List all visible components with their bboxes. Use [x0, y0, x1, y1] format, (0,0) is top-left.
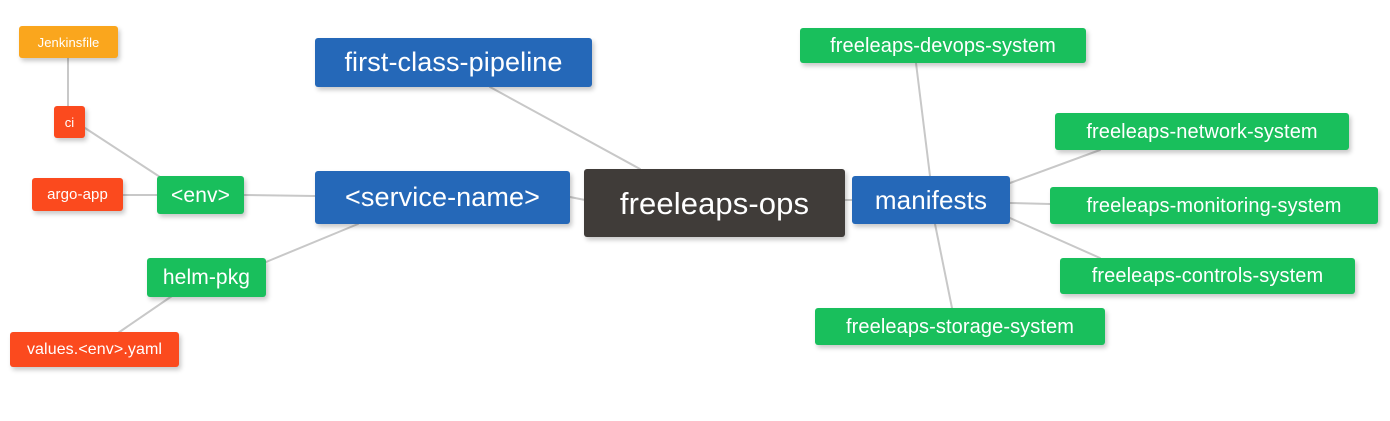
edge-manifests-to-freeleaps-storage-system — [934, 223, 953, 309]
node-freeleaps-monitoring-system[interactable]: freeleaps-monitoring-system — [1050, 187, 1378, 224]
node-freeleaps-network-system[interactable]: freeleaps-network-system — [1055, 113, 1349, 150]
edge-manifests-to-freeleaps-monitoring-system — [1009, 202, 1051, 205]
node-label-freeleaps-controls-system: freeleaps-controls-system — [1091, 265, 1324, 287]
node-label-manifests: manifests — [874, 185, 988, 215]
node-label-jenkinsfile: Jenkinsfile — [37, 34, 100, 50]
node-label-service-name: <service-name> — [345, 182, 540, 212]
edge-first-class-pipeline-to-freeleaps-ops — [489, 86, 641, 170]
node-ci[interactable]: ci — [54, 106, 85, 138]
node-service-name[interactable]: <service-name> — [315, 171, 570, 224]
edge-manifests-to-freeleaps-devops-system — [915, 62, 931, 177]
edge-manifests-to-freeleaps-network-system — [1009, 149, 1101, 184]
node-label-values-yaml: values.<env>.yaml — [26, 340, 163, 358]
node-manifests[interactable]: manifests — [852, 176, 1010, 224]
node-label-helm-pkg: helm-pkg — [162, 266, 251, 289]
node-helm-pkg[interactable]: helm-pkg — [147, 258, 266, 297]
node-argo-app[interactable]: argo-app — [32, 178, 123, 211]
node-label-freeleaps-ops: freeleaps-ops — [619, 185, 810, 221]
node-label-ci: ci — [64, 114, 75, 130]
edge-ci-to-env — [84, 127, 161, 178]
node-env[interactable]: <env> — [157, 176, 244, 214]
edge-service-name-to-freeleaps-ops — [569, 196, 586, 201]
node-freeleaps-storage-system[interactable]: freeleaps-storage-system — [815, 308, 1105, 345]
node-label-freeleaps-storage-system: freeleaps-storage-system — [845, 315, 1075, 338]
node-first-class-pipeline[interactable]: first-class-pipeline — [315, 38, 592, 87]
edge-manifests-to-freeleaps-controls-system — [1009, 217, 1101, 259]
node-label-argo-app: argo-app — [47, 186, 108, 203]
node-label-freeleaps-monitoring-system: freeleaps-monitoring-system — [1086, 194, 1342, 217]
node-freeleaps-devops-system[interactable]: freeleaps-devops-system — [800, 28, 1086, 63]
node-freeleaps-controls-system[interactable]: freeleaps-controls-system — [1060, 258, 1355, 294]
node-jenkinsfile[interactable]: Jenkinsfile — [19, 26, 118, 58]
node-label-first-class-pipeline: first-class-pipeline — [344, 47, 563, 77]
edge-helm-pkg-to-values-yaml — [117, 295, 173, 334]
node-values-yaml[interactable]: values.<env>.yaml — [10, 332, 179, 367]
node-label-freeleaps-devops-system: freeleaps-devops-system — [830, 34, 1056, 57]
edge-service-name-to-helm-pkg — [265, 223, 359, 263]
edge-env-to-service-name — [243, 194, 316, 197]
node-label-env: <env> — [171, 183, 230, 207]
node-label-freeleaps-network-system: freeleaps-network-system — [1086, 120, 1318, 143]
node-freeleaps-ops[interactable]: freeleaps-ops — [584, 169, 845, 237]
